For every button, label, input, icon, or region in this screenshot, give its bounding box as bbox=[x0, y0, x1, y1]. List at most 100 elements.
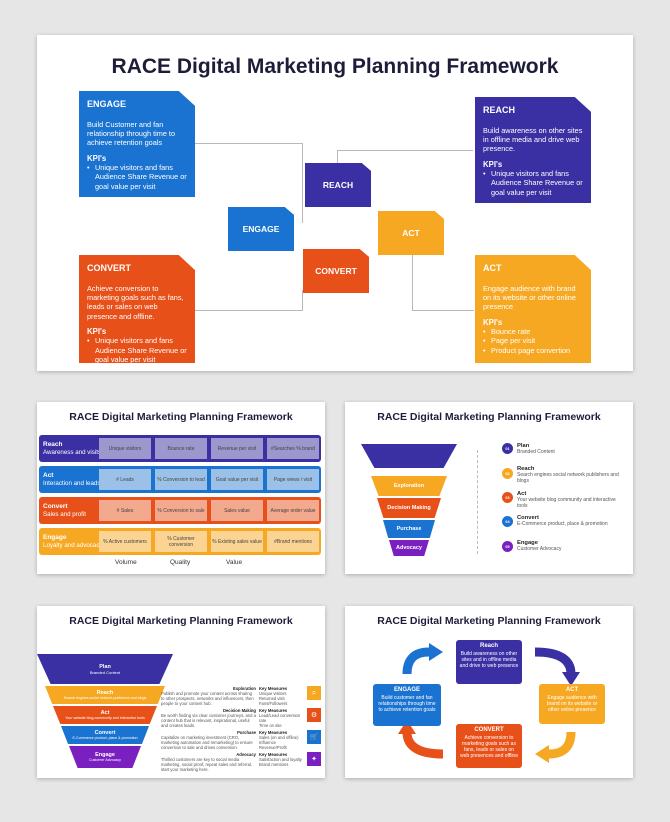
reach-kpi-item: Unique visitors and fans Audience Share … bbox=[483, 169, 583, 196]
convert-card: CONVERT Achieve conversion to marketing … bbox=[79, 255, 195, 363]
cycle-slide-thumbnail[interactable]: RACE Digital Marketing Planning Framewor… bbox=[345, 606, 633, 778]
connector bbox=[412, 255, 413, 310]
stack-slide-thumbnail[interactable]: RACE Digital Marketing Planning Framewor… bbox=[37, 606, 325, 778]
connector bbox=[302, 290, 303, 311]
reach-card-text: Build awareness on other sites in offlin… bbox=[483, 126, 583, 154]
legend-dot: 01 bbox=[502, 443, 513, 454]
connector bbox=[337, 150, 338, 170]
table-cell: Sales value bbox=[211, 500, 263, 521]
main-slide[interactable]: RACE Digital Marketing Planning Framewor… bbox=[37, 35, 633, 371]
act-kpi-label: KPI's bbox=[483, 317, 503, 327]
engage-block[interactable]: ENGAGE bbox=[228, 207, 294, 251]
engage-card-text: Build Customer and fan relationship thro… bbox=[87, 120, 176, 148]
convert-kpi-item: Unique visitors and fans Audience Share … bbox=[87, 336, 187, 363]
convert-card-heading: CONVERT bbox=[87, 263, 132, 273]
slide-title: RACE Digital Marketing Planning Framewor… bbox=[377, 615, 601, 627]
search-icon: ⌕ bbox=[307, 686, 321, 700]
gear-icon: ⚙ bbox=[307, 708, 321, 722]
legend-dot: 02 bbox=[502, 468, 513, 479]
cart-icon: 🛒 bbox=[307, 730, 321, 744]
engage-kpi-label: KPI's bbox=[87, 153, 107, 163]
table-cell: #Brand mentions bbox=[267, 531, 319, 552]
legend-dot: 05 bbox=[502, 541, 513, 552]
table-cell: Average order value bbox=[267, 500, 319, 521]
connector bbox=[412, 310, 474, 311]
connector bbox=[337, 150, 473, 151]
table-cell: % Existing sales value bbox=[211, 531, 263, 552]
table-cell: % Customer conversion bbox=[155, 531, 207, 552]
convert-block[interactable]: CONVERT bbox=[303, 249, 369, 293]
connector bbox=[192, 310, 302, 311]
act-kpi-item: Page per visit bbox=[483, 336, 583, 345]
act-block[interactable]: ACT bbox=[378, 211, 444, 255]
table-cell: % Conversion to sale bbox=[155, 500, 207, 521]
legend-line bbox=[477, 450, 478, 554]
funnel-top bbox=[361, 444, 457, 468]
connector bbox=[192, 143, 302, 144]
footer-label: Value bbox=[226, 559, 243, 566]
table-cell: # Leads bbox=[99, 469, 151, 490]
reach-card-heading: REACH bbox=[483, 105, 516, 115]
table-cell: % Active customers bbox=[99, 531, 151, 552]
table-cell: # Sales bbox=[99, 500, 151, 521]
table-cell: #Searches % brand bbox=[267, 438, 319, 459]
table-slide-thumbnail[interactable]: RACE Digital Marketing Planning Framewor… bbox=[37, 402, 325, 574]
funnel-stage-decision: Decision Making bbox=[377, 498, 441, 518]
act-kpi-item: Bounce rate bbox=[483, 327, 583, 336]
funnel-stage-purchase: Purchase bbox=[383, 520, 435, 538]
footer-label: Quality bbox=[170, 559, 191, 566]
reach-block[interactable]: REACH bbox=[305, 163, 371, 207]
act-card: ACT Engage audience with brand on its we… bbox=[475, 255, 591, 363]
legend-dot: 03 bbox=[502, 492, 513, 503]
engage-card: ENGAGE Build Customer and fan relationsh… bbox=[79, 91, 195, 197]
table-cell: Revenue per visit bbox=[211, 438, 263, 459]
connector bbox=[302, 143, 303, 223]
act-card-heading: ACT bbox=[483, 263, 502, 273]
page-title: RACE Digital Marketing Planning Framewor… bbox=[111, 55, 559, 78]
footer-label: Volume bbox=[115, 559, 137, 566]
slide-title: RACE Digital Marketing Planning Framewor… bbox=[69, 411, 293, 423]
funnel-stage-advocacy: Advocacy bbox=[389, 540, 429, 556]
table-cell: Unique visitors bbox=[99, 438, 151, 459]
funnel-stage-exploration: Exploration bbox=[371, 476, 447, 496]
slide-title: RACE Digital Marketing Planning Framewor… bbox=[377, 411, 601, 423]
cycle-arrows bbox=[398, 643, 580, 763]
engage-kpi-item: Unique visitors and fans Audience Share … bbox=[87, 163, 187, 190]
reach-kpi-label: KPI's bbox=[483, 159, 503, 169]
funnel-slide-thumbnail[interactable]: RACE Digital Marketing Planning Framewor… bbox=[345, 402, 633, 574]
act-kpi-item: Product page convertion bbox=[483, 346, 583, 355]
table-cell: Bounce rate bbox=[155, 438, 207, 459]
table-cell: Goal value per visit bbox=[211, 469, 263, 490]
act-card-text: Engage audience with brand on its websit… bbox=[483, 284, 576, 312]
reach-card: REACH Build awareness on other sites in … bbox=[475, 97, 591, 203]
convert-card-text: Achieve conversion to marketing goals su… bbox=[87, 284, 184, 321]
engage-card-heading: ENGAGE bbox=[87, 99, 127, 109]
table-cell: % Conversion to lead bbox=[155, 469, 207, 490]
megaphone-icon: ✦ bbox=[307, 752, 321, 766]
slide-title: RACE Digital Marketing Planning Framewor… bbox=[69, 615, 293, 627]
legend-dot: 04 bbox=[502, 516, 513, 527]
